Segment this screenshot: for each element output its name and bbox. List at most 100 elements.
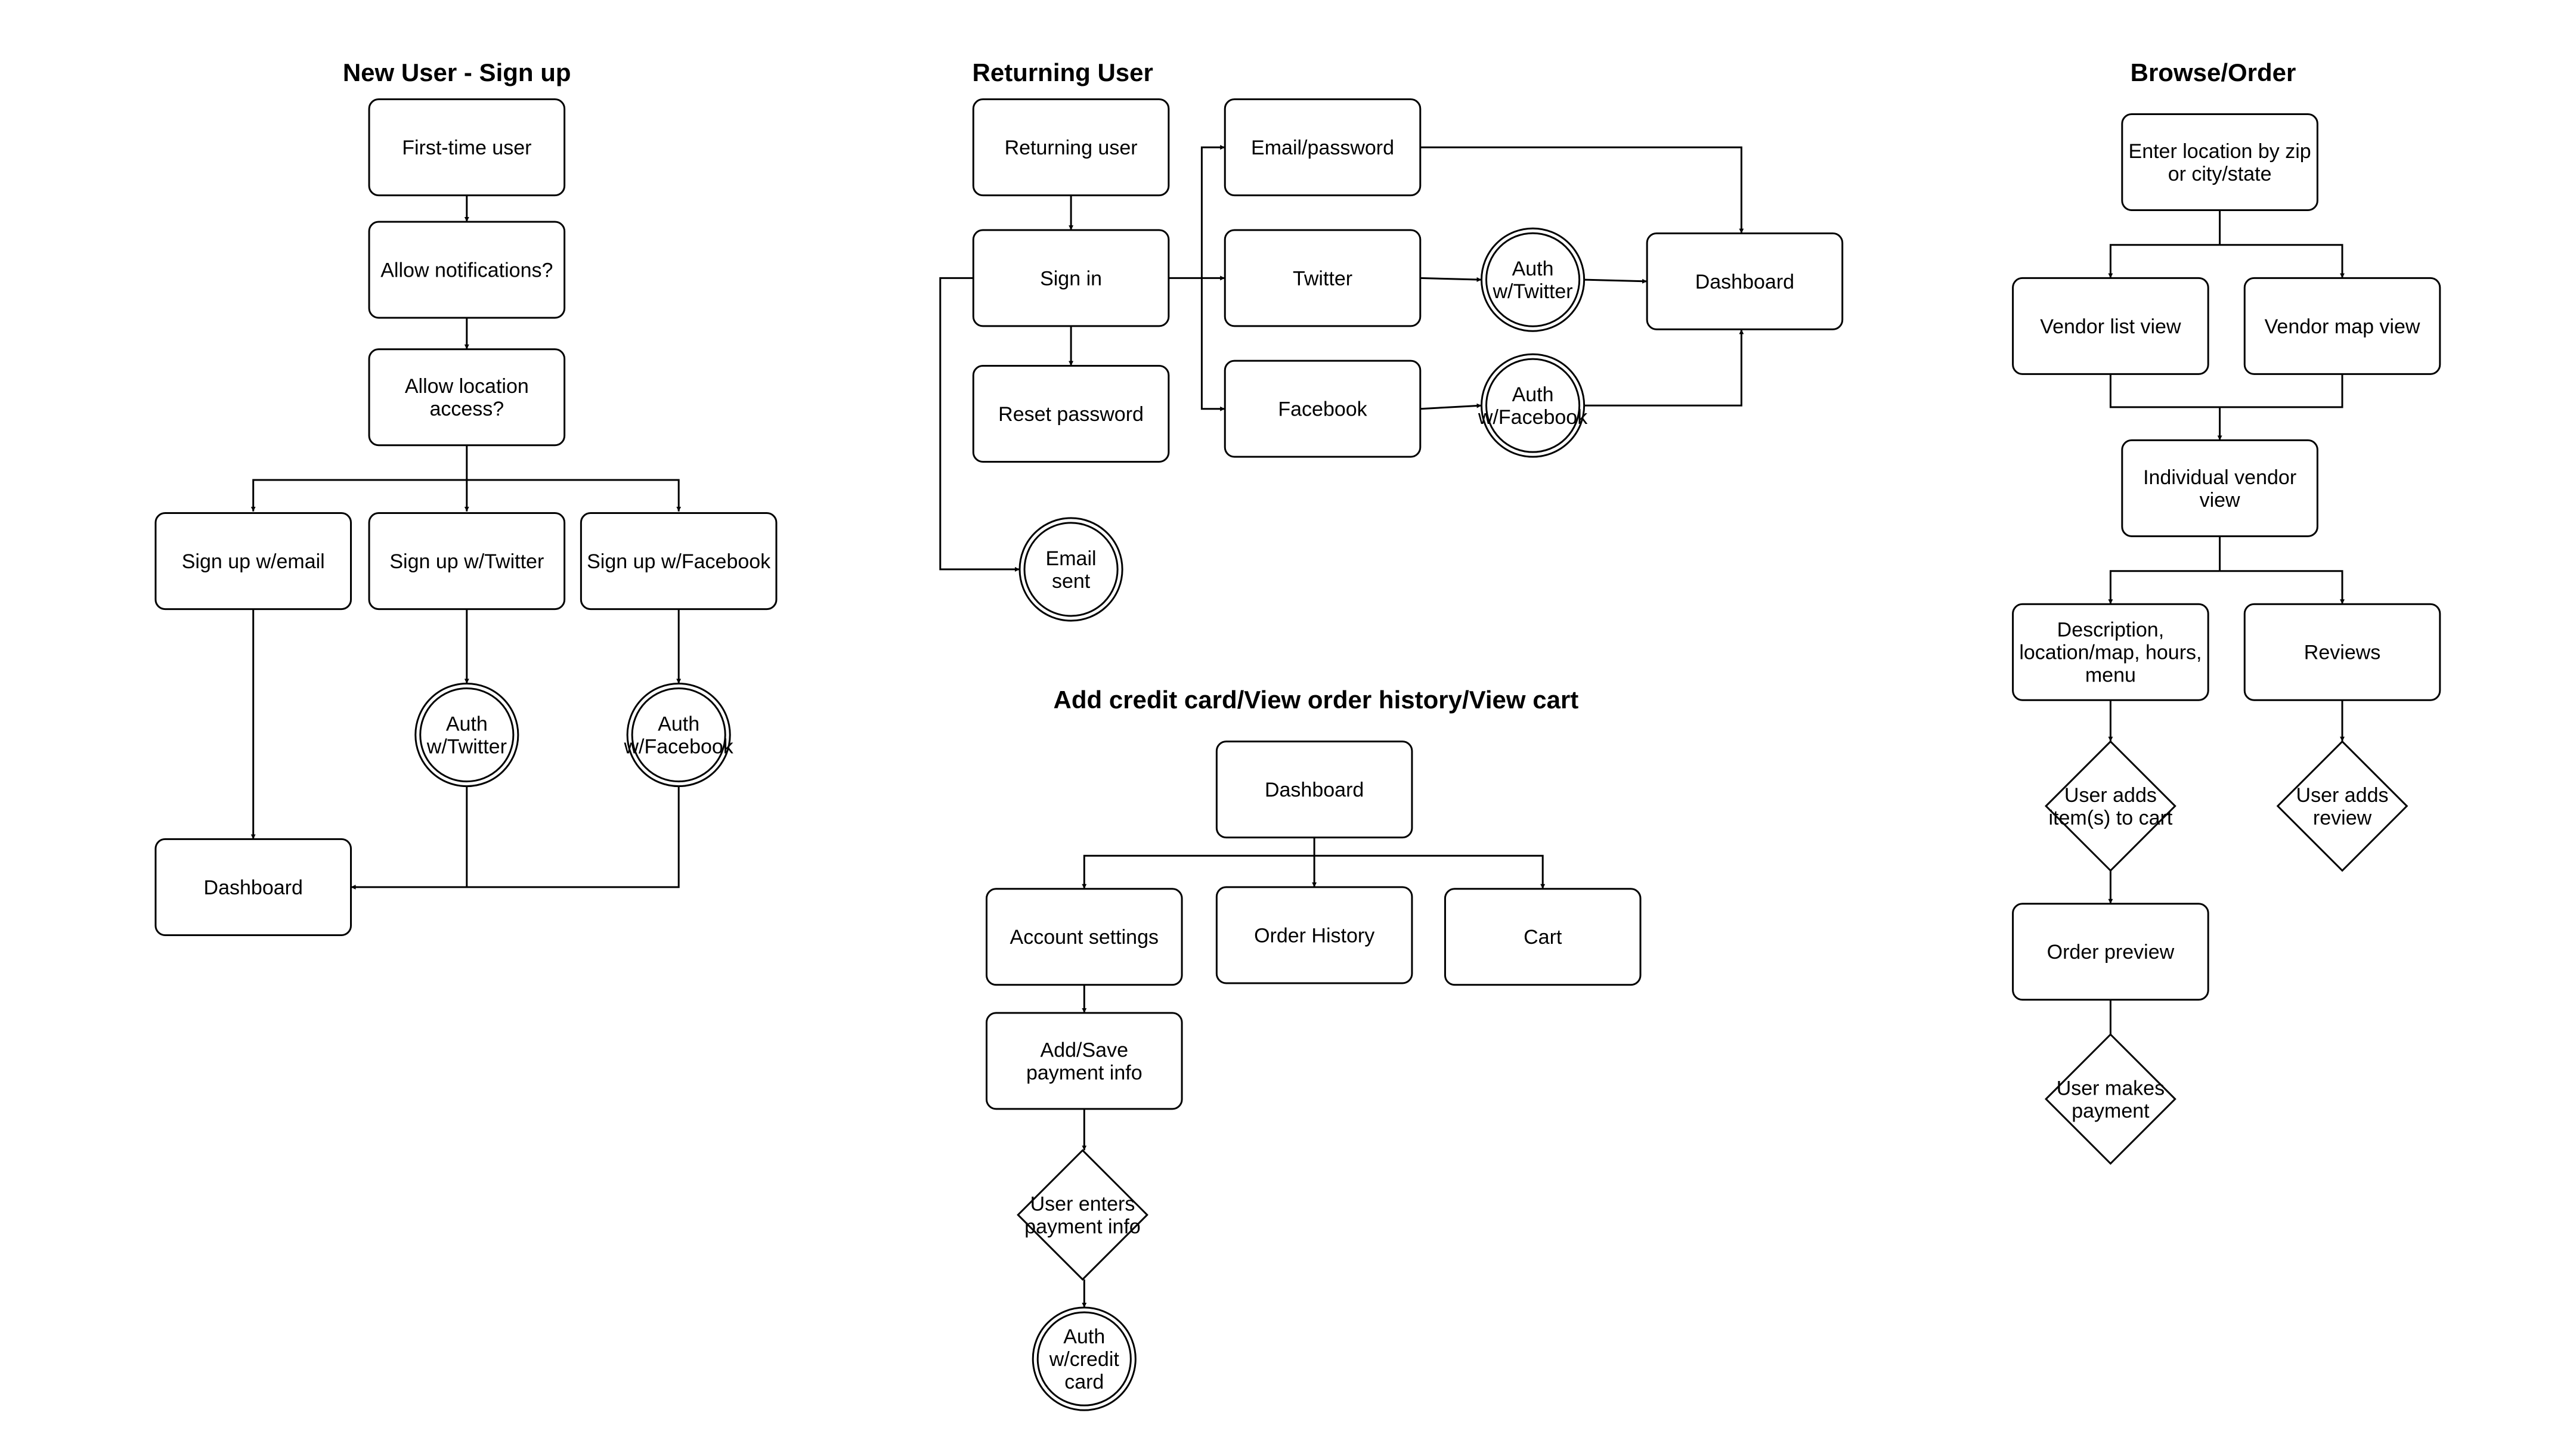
process-box [154,838,352,936]
flow-node-facebook: Facebook [1224,360,1422,458]
node-label-line: Auth [1063,1325,1105,1348]
process-box [368,221,566,319]
flow-node-acct: Account settings [985,888,1183,986]
connector-14 [1200,145,1225,278]
node-label-line: Allow notifications? [380,259,553,281]
node-label: Twitter [1293,267,1352,290]
process-box [972,364,1170,463]
flow-node-reset: Reset password [972,364,1170,463]
process-box [2012,903,2209,1001]
node-label-line: Auth [1512,383,1554,406]
flow-node-vlist: Vendor list view [2012,277,2209,375]
node-label-line: Auth [1512,258,1554,280]
connector-17 [1584,278,1648,284]
node-label: Dashboard [204,876,303,899]
node-label-line: User adds [2064,784,2157,807]
process-box [368,348,566,447]
node-label: Dashboard [1265,779,1364,801]
process-box [985,888,1183,986]
process-box [1215,741,1413,839]
flow-node-dash2: Dashboard [1646,232,1844,330]
node-label: Account settings [1010,926,1159,949]
node-label: Reset password [998,403,1144,426]
connector-28 [2108,244,2220,278]
node-label-line: w/credit [1049,1348,1120,1371]
connector-29 [2219,244,2345,278]
node-label-line: sent [1052,570,1091,593]
connector-16 [1420,277,1482,282]
node-label: Vendor list view [2040,315,2181,338]
node-label-line: access? [429,398,504,420]
flow-node-dash1: Dashboard [154,838,352,936]
flow-node-su-email: Sign up w/email [154,512,352,611]
process-box [972,229,1170,327]
flow-node-su-fb: Sign up w/Facebook [580,512,778,611]
flow-node-reviews: Reviews [2243,603,2441,701]
node-label-line: Account settings [1010,926,1159,949]
flow-node-vmap: Vendor map view [2243,277,2441,375]
node-label-line: Reset password [998,403,1144,426]
connector-30 [2109,374,2343,408]
node-label-line: Sign up w/email [182,550,325,573]
connector-12 [939,277,1020,572]
process-box [985,1012,1183,1110]
node-label-line: Sign up w/Facebook [587,550,771,573]
node-label-line: Dashboard [204,876,303,899]
terminal-circle-inner [1023,522,1119,617]
process-box [368,98,566,197]
node-label-line: w/Facebook [623,736,733,758]
node-label-line: location/map, hours, [2019,642,2202,664]
flow-node-dash3: Dashboard [1215,741,1413,839]
node-label-line: Cart [1524,926,1562,949]
section-title-returning: Returning User [973,58,1153,86]
node-label: Description,location/map, hours,menu [2019,619,2202,687]
node-label-line: Individual vendor [2143,466,2296,489]
section-title-signup: New User - Sign up [343,58,571,86]
node-label: Returning user [1005,137,1138,159]
flow-node-signin: Sign in [972,229,1170,327]
section-title-account: Add credit card/View order history/View … [1054,686,1579,714]
process-box [2121,439,2318,537]
node-label-line: w/Twitter [1493,280,1573,303]
process-box [1224,98,1422,197]
process-box [1444,888,1642,986]
connector-18 [1420,146,1744,234]
node-label-line: Order History [1254,924,1374,947]
process-box [2121,113,2318,212]
node-label-line: card [1064,1371,1104,1393]
node-label-line: Returning user [1005,137,1138,159]
node-label-line: w/Twitter [426,736,507,758]
node-label-line: Enter location by zip [2129,140,2311,163]
process-box [2243,603,2441,701]
flow-node-ret: Returning user [972,98,1170,197]
process-box [1224,229,1422,327]
node-label: Cart [1524,926,1562,949]
node-label-line: Add/Save [1041,1039,1128,1061]
connector-15 [1200,278,1225,411]
flow-node-hist: Order History [1215,886,1413,984]
flow-node-notif: Allow notifications? [368,221,566,319]
node-label-line: Order preview [2047,941,2175,964]
node-label-line: review [2313,807,2372,829]
node-label: Allow notifications? [380,259,553,281]
flow-node-desc: Description,location/map, hours,menu [2012,603,2209,701]
connector-34 [2219,570,2345,605]
process-box [1215,886,1413,984]
node-label-line: w/Facebook [1478,406,1588,429]
connector-22 [1082,854,1315,889]
